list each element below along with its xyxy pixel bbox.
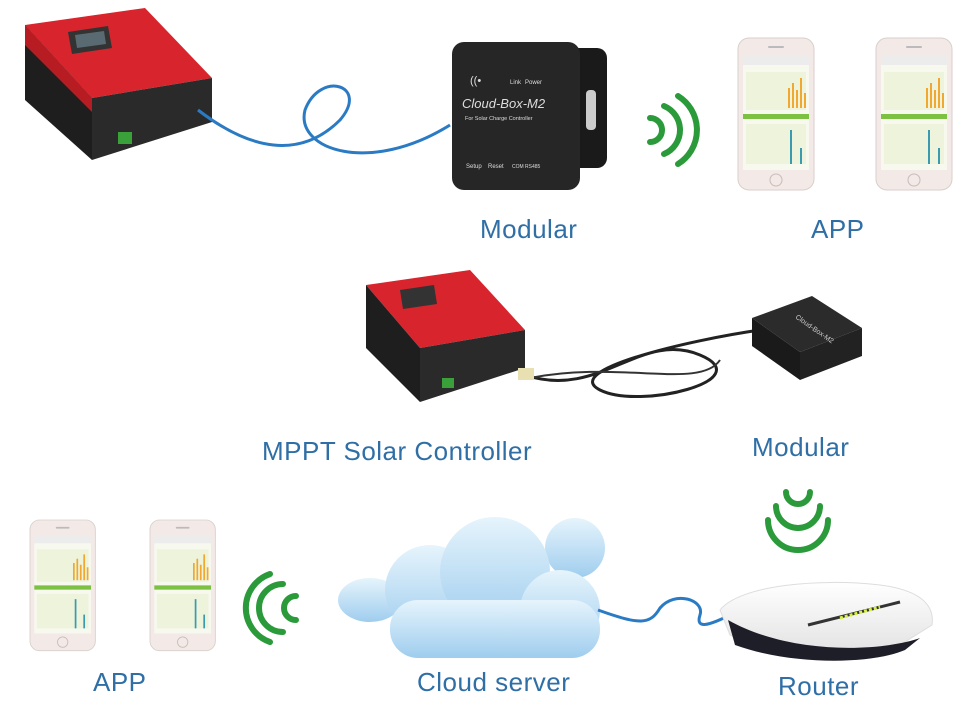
label-cloud-server: Cloud server xyxy=(417,667,571,697)
wifi-waves-right-icon xyxy=(647,93,700,167)
svg-text:For Solar Charge Controller: For Solar Charge Controller xyxy=(465,116,533,122)
cable-blue-bottom xyxy=(597,596,731,626)
label-modular-top: Modular xyxy=(480,214,578,244)
label-router: Router xyxy=(778,671,860,701)
svg-text:Power: Power xyxy=(525,80,542,86)
router-icon xyxy=(719,581,933,661)
module-brand: Cloud-Box-M2 xyxy=(462,96,546,111)
cable-black xyxy=(524,328,761,398)
smartphone-app-icon xyxy=(29,519,96,652)
svg-text:((•: ((• xyxy=(470,75,481,87)
rj45-plug xyxy=(518,368,534,380)
smartphone-app-icon xyxy=(875,37,953,191)
svg-text:Reset: Reset xyxy=(488,164,504,170)
svg-text:Setup: Setup xyxy=(466,164,482,170)
smartphone-app-icon xyxy=(737,37,815,191)
cloud-box-module-top[interactable]: ((• Link Power Cloud-Box-M2 For Solar Ch… xyxy=(452,42,607,190)
mppt-controller-top xyxy=(25,8,212,160)
label-mppt-controller: MPPT Solar Controller xyxy=(262,436,533,466)
mppt-controller-middle xyxy=(366,270,525,402)
wifi-waves-left-icon xyxy=(242,571,299,645)
label-app-bottom: APP xyxy=(93,667,147,697)
label-modular-middle: Modular xyxy=(752,432,850,462)
svg-text:Link: Link xyxy=(510,80,522,86)
cloud-server-icon xyxy=(338,517,605,658)
smartphone-app-icon xyxy=(149,519,216,652)
cable-blue-top xyxy=(197,84,451,155)
label-app-top: APP xyxy=(811,214,865,244)
cloud-box-module-middle[interactable]: Cloud-Box-M2 xyxy=(752,296,862,380)
svg-text:COM RS485: COM RS485 xyxy=(512,164,541,170)
wifi-waves-down-icon xyxy=(765,489,831,553)
